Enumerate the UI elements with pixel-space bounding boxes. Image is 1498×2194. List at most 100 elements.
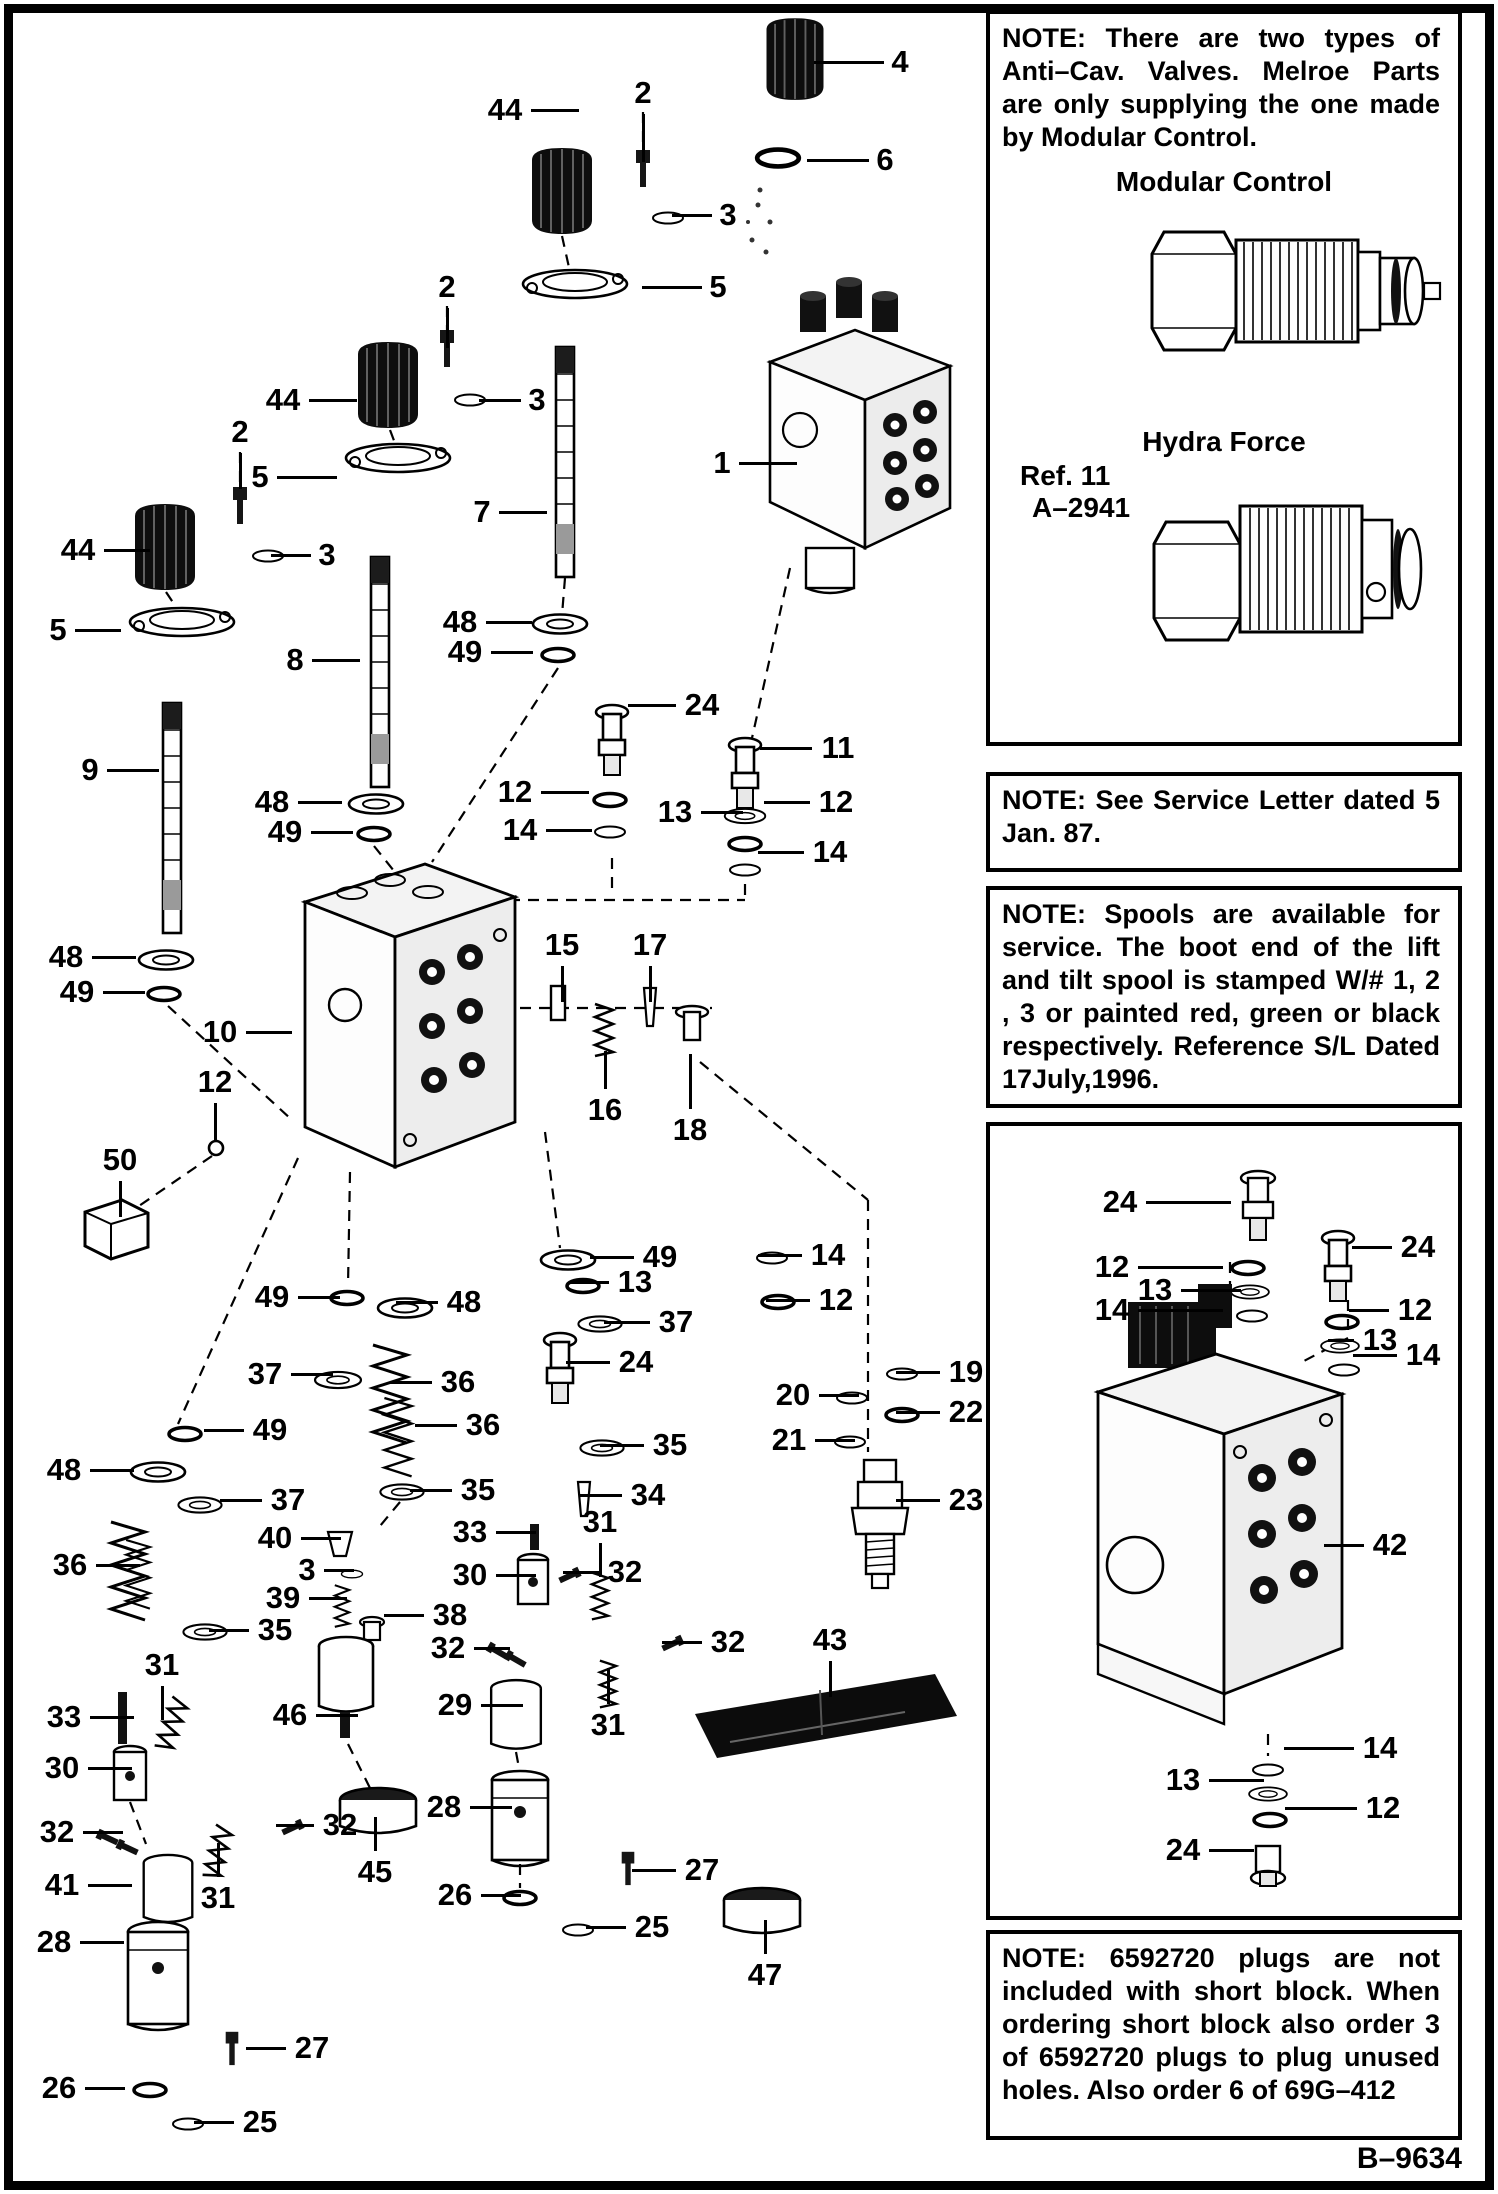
leader-line — [298, 1295, 340, 1299]
note-plugs-text: NOTE: 6592720 plugs are not included wit… — [1002, 1943, 1440, 2105]
callout-2: 2 — [634, 75, 652, 110]
leader-line — [92, 955, 136, 959]
spool-end-28l — [126, 1920, 190, 2032]
callout-44: 44 — [265, 382, 301, 417]
detail-box-valve-42 — [986, 1122, 1462, 1920]
leader-line — [309, 398, 357, 402]
callout-33: 33 — [452, 1514, 488, 1549]
leader-line — [738, 461, 797, 465]
ref-number: Ref. 11 — [1020, 460, 1111, 491]
callout-24: 24 — [618, 1344, 654, 1379]
callout-27: 27 — [294, 2030, 330, 2065]
callout-48: 48 — [48, 939, 84, 974]
callout-49: 49 — [447, 634, 483, 669]
leader-line — [88, 1766, 132, 1770]
leader-line — [1349, 1308, 1389, 1312]
leader-line — [541, 790, 589, 794]
leader-line — [641, 285, 702, 289]
leader-line — [758, 1253, 802, 1257]
leader-line — [628, 703, 676, 707]
leader-line — [301, 1536, 341, 1540]
leader-line — [648, 966, 652, 1002]
callout-20: 20 — [775, 1377, 811, 1412]
callout-10: 10 — [202, 1014, 238, 1049]
callout-47: 47 — [747, 1957, 783, 1992]
leader-line — [1284, 1746, 1354, 1750]
leader-line — [83, 1830, 123, 1834]
leader-line — [1285, 1806, 1357, 1810]
callout-37: 37 — [658, 1304, 694, 1339]
callout-49: 49 — [642, 1239, 678, 1274]
leader-line — [586, 1925, 626, 1929]
plate-43 — [695, 1674, 957, 1758]
leader-line — [373, 1817, 377, 1851]
callout-24: 24 — [684, 687, 720, 722]
leader-line — [496, 1530, 536, 1534]
leader-line — [74, 628, 121, 632]
callout-24: 24 — [1102, 1184, 1138, 1219]
callout-34: 34 — [630, 1477, 666, 1512]
callout-2: 2 — [231, 414, 249, 449]
leader-line — [671, 213, 712, 217]
callout-42: 42 — [1372, 1527, 1408, 1562]
callout-15: 15 — [544, 927, 580, 962]
leader-line — [216, 1843, 220, 1877]
modular-control-valve — [1150, 230, 1442, 352]
callout-35: 35 — [652, 1427, 688, 1462]
callout-13: 13 — [657, 794, 693, 829]
callout-11: 11 — [821, 730, 855, 765]
callout-32: 32 — [322, 1807, 358, 1842]
leader-line — [396, 1300, 438, 1304]
leader-line — [90, 1468, 134, 1472]
callout-49: 49 — [252, 1412, 288, 1447]
callout-12: 12 — [497, 774, 533, 809]
leader-line — [90, 1715, 134, 1719]
callout-26: 26 — [41, 2070, 77, 2105]
relief-valve-23 — [850, 1458, 910, 1590]
leader-line — [662, 1640, 702, 1644]
note-service-letter-text: NOTE: See Service Letter dated 5 Jan. 87… — [1002, 785, 1440, 848]
callout-39: 39 — [265, 1580, 301, 1615]
leader-line — [160, 1686, 164, 1720]
pin-34 — [576, 1480, 592, 1518]
leader-line — [569, 1280, 609, 1284]
callout-13: 13 — [617, 1264, 653, 1299]
leader-line — [390, 1380, 432, 1384]
callout-28: 28 — [36, 1924, 72, 1959]
plug-50 — [83, 1198, 150, 1261]
leader-line — [323, 1568, 354, 1572]
leader-line — [632, 1868, 676, 1872]
note-anticav-text: NOTE: There are two types of Anti–Cav. V… — [1002, 23, 1440, 152]
callout-2: 2 — [438, 269, 456, 304]
callout-14: 14 — [1405, 1337, 1441, 1372]
callout-16: 16 — [587, 1092, 623, 1127]
callout-36: 36 — [440, 1364, 476, 1399]
callout-30: 30 — [452, 1557, 488, 1592]
callout-5: 5 — [709, 269, 727, 304]
leader-line — [819, 1393, 859, 1397]
leader-line — [590, 1255, 634, 1259]
callout-14: 14 — [812, 834, 848, 869]
leader-line — [764, 800, 810, 804]
callout-31: 31 — [144, 1647, 180, 1682]
leader-line — [806, 158, 869, 162]
callout-32: 32 — [607, 1554, 643, 1589]
callout-8: 8 — [286, 642, 304, 677]
leader-line — [474, 1646, 510, 1650]
leader-line — [298, 800, 342, 804]
leader-line — [415, 1423, 457, 1427]
leader-line — [80, 1940, 124, 1944]
leader-line — [580, 1493, 622, 1497]
leader-line — [496, 1573, 536, 1577]
callout-33: 33 — [46, 1699, 82, 1734]
callout-12: 12 — [818, 1282, 854, 1317]
leader-line — [1181, 1288, 1241, 1292]
leader-line — [1209, 1778, 1264, 1782]
modular-control-heading: Modular Control — [1115, 166, 1333, 197]
callout-24: 24 — [1400, 1229, 1436, 1264]
note-spools-text: NOTE: Spools are available for service. … — [1002, 899, 1440, 1094]
valve-assembly-1 — [766, 277, 954, 595]
callout-3: 3 — [298, 1552, 316, 1587]
leader-line — [815, 1438, 855, 1442]
